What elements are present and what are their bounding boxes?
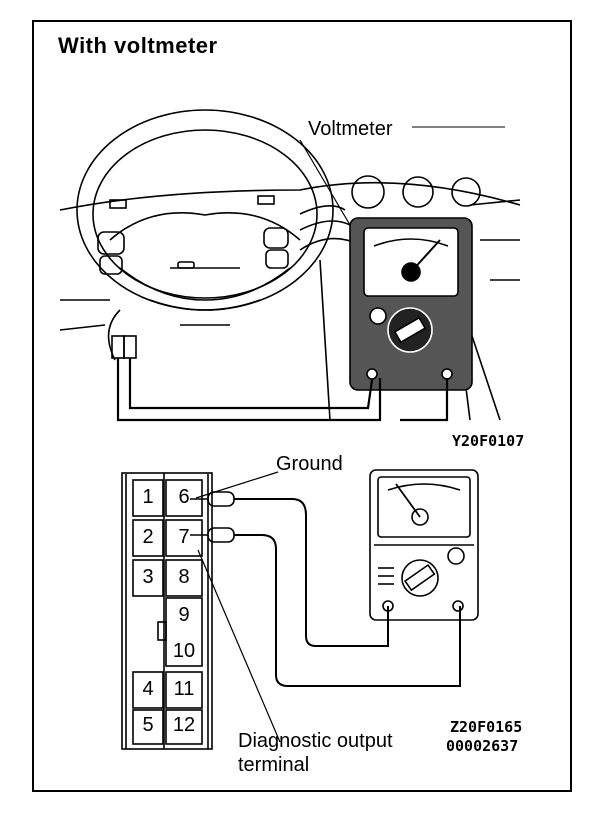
diagnostic-label-line1: Diagnostic output bbox=[238, 730, 393, 752]
figure-code-top: Y20F0107 bbox=[452, 432, 525, 450]
voltmeter-icon bbox=[349, 217, 473, 391]
pin-7: 7 bbox=[178, 526, 190, 548]
ground-label: Ground bbox=[276, 453, 343, 475]
pin-12: 12 bbox=[172, 714, 196, 736]
figure-frame bbox=[32, 20, 572, 792]
connector-plug-right bbox=[123, 335, 137, 359]
pin-8: 8 bbox=[178, 566, 190, 588]
figure-code-bottom: Z20F0165 bbox=[450, 718, 523, 736]
steering-wheel-icon bbox=[76, 109, 334, 361]
voltmeter-bottom-icon bbox=[369, 469, 479, 621]
pin-6: 6 bbox=[178, 486, 190, 508]
pin-5: 5 bbox=[142, 714, 154, 736]
pin-4: 4 bbox=[142, 678, 154, 700]
connector-plug-left bbox=[111, 335, 125, 359]
pin-9: 9 bbox=[178, 604, 190, 626]
voltmeter-label: Voltmeter bbox=[308, 118, 393, 140]
pin-10: 10 bbox=[172, 640, 196, 662]
pin-1: 1 bbox=[142, 486, 154, 508]
connector-icon bbox=[121, 472, 213, 750]
pin-11: 11 bbox=[173, 678, 195, 700]
document-code: 00002637 bbox=[446, 737, 519, 755]
pin-2: 2 bbox=[142, 526, 154, 548]
figure-title: With voltmeter bbox=[58, 33, 218, 58]
pin-3: 3 bbox=[142, 566, 154, 588]
diagnostic-label-line2: terminal bbox=[238, 754, 310, 776]
